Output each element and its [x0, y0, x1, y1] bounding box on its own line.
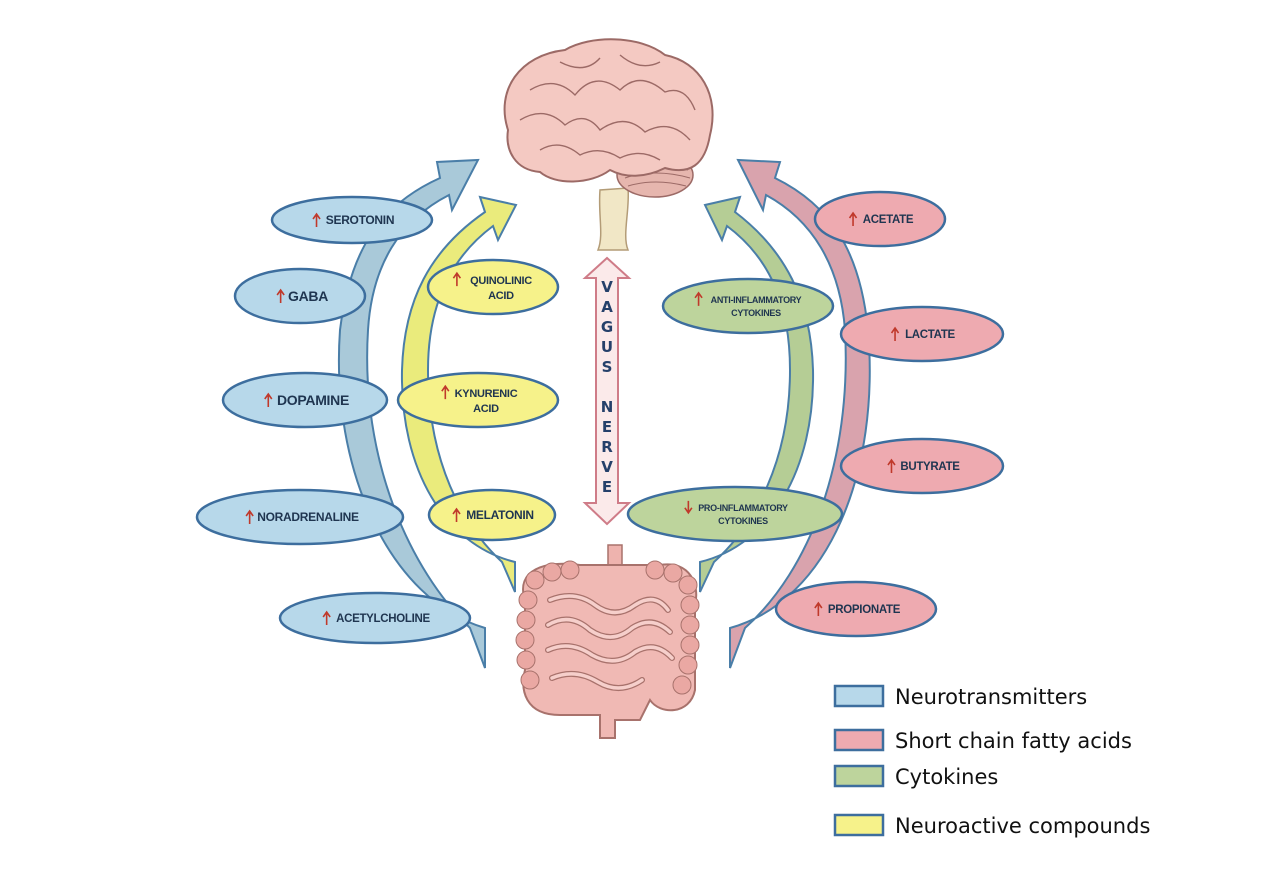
vagus-letter: A: [601, 298, 613, 316]
legend-label: Short chain fatty acids: [895, 729, 1132, 753]
node-ellipse: [270, 195, 434, 245]
legend-swatch: [833, 813, 885, 837]
legend-label: Neurotransmitters: [895, 685, 1087, 709]
brain-illustration: [503, 38, 714, 251]
vagus-letter: V: [601, 278, 613, 296]
node-label: ACETATE: [863, 214, 914, 226]
node-gaba: GABA: [233, 267, 367, 325]
up-arrow-icon: [322, 610, 331, 625]
up-arrow-icon: [452, 271, 462, 287]
node-label: DOPAMINE: [277, 392, 349, 408]
node-ellipse: [426, 258, 560, 316]
node-label: MELATONIN: [466, 508, 534, 522]
up-arrow-icon: [276, 288, 285, 303]
vagus-letter: R: [601, 438, 613, 456]
intestine-illustration: [515, 544, 700, 739]
up-arrow-icon: [887, 458, 896, 473]
node-ellipse: [626, 485, 844, 543]
node-ellipse: [221, 371, 389, 429]
node-ellipse: [195, 488, 405, 546]
node-label: ACETYLCHOLINE: [336, 613, 430, 625]
node-ellipse: [839, 305, 1005, 363]
node-label: BUTYRATE: [900, 461, 960, 473]
up-arrow-icon: [694, 291, 703, 306]
up-arrow-icon: [890, 326, 900, 341]
node-acetate: ACETATE: [813, 190, 947, 248]
legend-item-short-chain-fatty-acids: Short chain fatty acids: [833, 728, 1132, 753]
vagus-letter: S: [602, 358, 613, 376]
node-butyrate: BUTYRATE: [839, 437, 1005, 495]
up-arrow-icon: [441, 384, 450, 400]
node-ellipse: [427, 488, 557, 542]
up-arrow-icon: [245, 509, 254, 524]
legend-item-neurotransmitters: Neurotransmitters: [833, 684, 1087, 709]
up-arrow-icon: [452, 507, 461, 522]
node-ellipse: [774, 580, 938, 638]
legend-label: Neuroactive compounds: [895, 814, 1150, 838]
node-ellipse: [813, 190, 947, 248]
up-arrow-icon: [264, 392, 273, 407]
up-arrow-icon: [814, 601, 823, 616]
vagus-letter: N: [601, 398, 614, 416]
node-ellipse: [839, 437, 1005, 495]
legend-item-neuroactive-compounds: Neuroactive compounds: [833, 813, 1150, 838]
legend-swatch: [833, 728, 885, 752]
legend-item-cytokines: Cytokines: [833, 764, 998, 789]
vagus-letter: E: [602, 418, 612, 436]
up-arrow-icon: [848, 211, 858, 226]
node-ellipse: [278, 591, 472, 645]
node-label: LACTATE: [905, 329, 955, 341]
node-dopamine: DOPAMINE: [221, 371, 389, 429]
node-noradrenaline: NORADRENALINE: [195, 488, 405, 546]
node-ellipse: [661, 277, 835, 335]
vagus-letter: U: [601, 338, 613, 356]
node-ellipse: [396, 371, 560, 429]
node-label: PROPIONATE: [828, 604, 901, 616]
legend-label: Cytokines: [895, 765, 998, 789]
legend-swatch: [833, 764, 885, 788]
vagus-letter: E: [602, 478, 612, 496]
vagus-letter: G: [601, 318, 613, 336]
node-serotonin: SEROTONIN: [270, 195, 434, 245]
up-arrow-icon: [312, 212, 321, 227]
node-label: NORADRENALINE: [257, 510, 359, 524]
vagus-nerve-arrow: [582, 256, 632, 526]
node-label: SEROTONIN: [326, 213, 394, 227]
node-propionate: PROPIONATE: [774, 580, 938, 638]
node-label: GABA: [288, 288, 328, 304]
scfa-flow-arrow: [729, 158, 871, 669]
node-lactate: LACTATE: [839, 305, 1005, 363]
vagus-letter: V: [601, 458, 613, 476]
down-arrow-icon: [684, 500, 693, 515]
node-melatonin: MELATONIN: [427, 488, 557, 542]
node-acetylcholine: ACETYLCHOLINE: [278, 591, 472, 645]
node-ellipse: [233, 267, 367, 325]
legend-swatch: [833, 684, 885, 708]
